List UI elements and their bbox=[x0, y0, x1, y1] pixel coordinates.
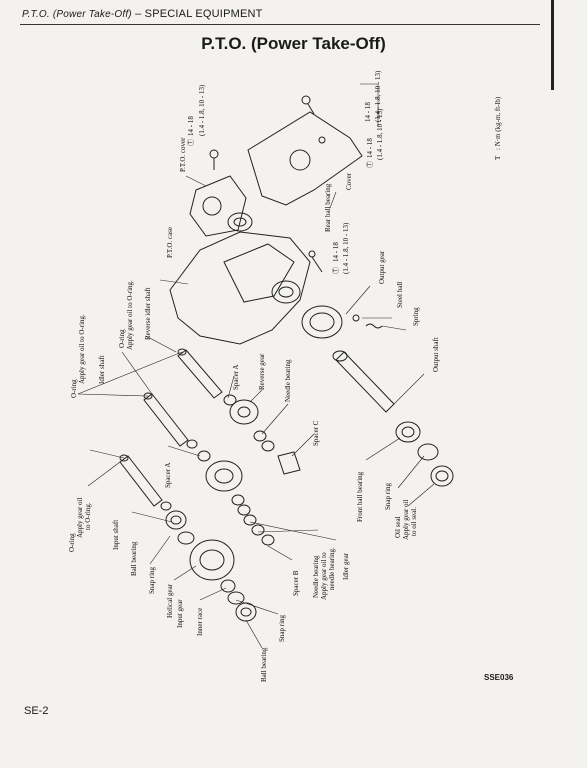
label-spacer-a2: Spacer A bbox=[164, 463, 172, 488]
label-pto-cover: P.T.O. cover bbox=[179, 137, 187, 172]
label-needle-bearing-note2: needle bearing. bbox=[328, 547, 336, 590]
label-torque-case-b: (1.4 - 1.8, 10 - 13) bbox=[342, 222, 350, 274]
helical-gear-shape bbox=[189, 539, 235, 581]
label-oil-seal-note2: to oil seal. bbox=[410, 507, 418, 536]
label-pto-case: P.T.O. case bbox=[166, 227, 174, 258]
torque-symbol-icon: Ⓣ bbox=[187, 139, 195, 146]
label-inner-race: Inner race bbox=[196, 608, 204, 636]
label-torque3-b: (1.4 - 1.8, 10 - 13) bbox=[374, 70, 382, 122]
label-input-shaft: Input shaft bbox=[112, 520, 120, 550]
label-torque-case-a: 14 - 18 bbox=[332, 242, 340, 262]
label-spacer-b: Spacer B bbox=[292, 570, 300, 596]
pto-cover-hole bbox=[202, 196, 222, 216]
label-rear-ball-bearing: Rear ball bearing bbox=[324, 183, 332, 232]
snap-ring-shape bbox=[417, 443, 439, 461]
oil-seal-shape bbox=[430, 465, 454, 487]
label-oring-low: O-ring bbox=[68, 533, 76, 552]
label-spacer-c: Spacer C bbox=[312, 420, 320, 446]
label-oring-top-note: Apply gear oil to O-ring. bbox=[126, 280, 134, 350]
rear-bearing-shape bbox=[227, 212, 253, 232]
bolt-icon bbox=[301, 95, 311, 105]
reverse-idler-shaft-shape bbox=[177, 349, 223, 399]
label-ball-bearing-bottom: Ball bearing bbox=[260, 647, 268, 682]
label-torque2-a: 14 - 18 bbox=[366, 138, 374, 158]
legend-text: : N·m (kg-m, ft-lb) bbox=[494, 96, 502, 150]
spacer-c-shape bbox=[277, 451, 301, 475]
label-reverse-gear: Reverse gear bbox=[258, 353, 266, 390]
steel-ball-icon bbox=[352, 314, 360, 322]
label-oil-seal-note1: Apply gear oil bbox=[402, 500, 410, 540]
cover-shape bbox=[247, 111, 363, 206]
label-needle-bearing-top: Needle bearing bbox=[284, 359, 292, 402]
label-oring-mid: O-ring bbox=[70, 379, 78, 398]
label-spacer-a1: Spacer A bbox=[232, 365, 240, 390]
spring-icon bbox=[365, 323, 383, 329]
pto-cover-plate bbox=[189, 175, 247, 237]
header-section-rest: – SPECIAL EQUIPMENT bbox=[131, 8, 263, 20]
label-output-gear: Output gear bbox=[378, 250, 386, 284]
label-needle-bearing-bottom: Needle bearing bbox=[312, 555, 320, 598]
header-rule bbox=[20, 24, 540, 25]
label-snap-ring-bottom: Snap ring bbox=[278, 614, 286, 642]
label-snap-ring-left: Snap ring bbox=[148, 566, 156, 594]
label-oil-seal: Oil seal bbox=[394, 516, 402, 538]
front-ball-bearing-shape bbox=[395, 421, 421, 443]
label-snap-ring-right: Snap ring bbox=[384, 482, 392, 510]
output-shaft-shape bbox=[335, 351, 395, 413]
label-reverse-idler-shaft: Reverse idler shaft bbox=[144, 287, 152, 340]
page-number: SE-2 bbox=[24, 705, 49, 717]
legend-torque-icon: T bbox=[494, 155, 502, 160]
label-idler-gear: Idler gear bbox=[342, 552, 350, 580]
reverse-gear-shape bbox=[229, 399, 259, 425]
label-needle-bearing-note1: Apply gear oil to bbox=[320, 552, 328, 600]
label-cover: Cover bbox=[345, 172, 353, 190]
label-torque2-b: (1.4 - 1.8, 10 - 13) bbox=[376, 108, 384, 160]
input-shaft-shape bbox=[119, 455, 163, 507]
page-edge-mark bbox=[551, 0, 554, 90]
label-helical-gear: Helical gear bbox=[166, 583, 174, 618]
page-title: P.T.O. (Power Take-Off) bbox=[201, 34, 386, 53]
label-idler-shaft: Idler shaft bbox=[98, 355, 106, 384]
label-steel-ball: Steel ball bbox=[396, 282, 404, 308]
label-oring-top: O-ring bbox=[118, 329, 126, 348]
label-front-ball-bearing: Front ball bearing bbox=[356, 471, 364, 522]
label-torque1-b: (1.4 - 1.8, 10 - 13) bbox=[198, 84, 206, 136]
label-input-gear: Input gear bbox=[176, 599, 184, 628]
bolt-icon bbox=[209, 149, 219, 159]
pto-case-shape bbox=[169, 231, 311, 345]
header-section: P.T.O. (Power Take-Off) bbox=[22, 9, 132, 20]
label-output-shaft: Output shaft bbox=[432, 337, 440, 372]
running-header: P.T.O. (Power Take-Off) – SPECIAL EQUIPM… bbox=[22, 8, 263, 20]
idler-gear-shape bbox=[205, 460, 243, 492]
label-oring-low-note2: to O-ring. bbox=[84, 502, 92, 530]
torque-symbol-icon: Ⓣ bbox=[366, 161, 374, 168]
figure-code: SSE036 bbox=[484, 673, 514, 682]
output-gear-shape bbox=[301, 305, 343, 339]
label-ball-bearing-left: Ball bearing bbox=[130, 541, 138, 576]
label-spring: Spring bbox=[412, 307, 420, 326]
label-oring-mid-note: Apply gear oil to O-ring. bbox=[78, 314, 86, 384]
label-torque3-a: 14 - 18 bbox=[364, 102, 372, 122]
label-oring-low-note1: Apply gear oil bbox=[76, 498, 84, 538]
torque-symbol-icon: Ⓣ bbox=[332, 267, 340, 274]
idler-shaft-shape bbox=[143, 393, 189, 447]
label-torque1-a: 14 - 18 bbox=[187, 116, 195, 136]
